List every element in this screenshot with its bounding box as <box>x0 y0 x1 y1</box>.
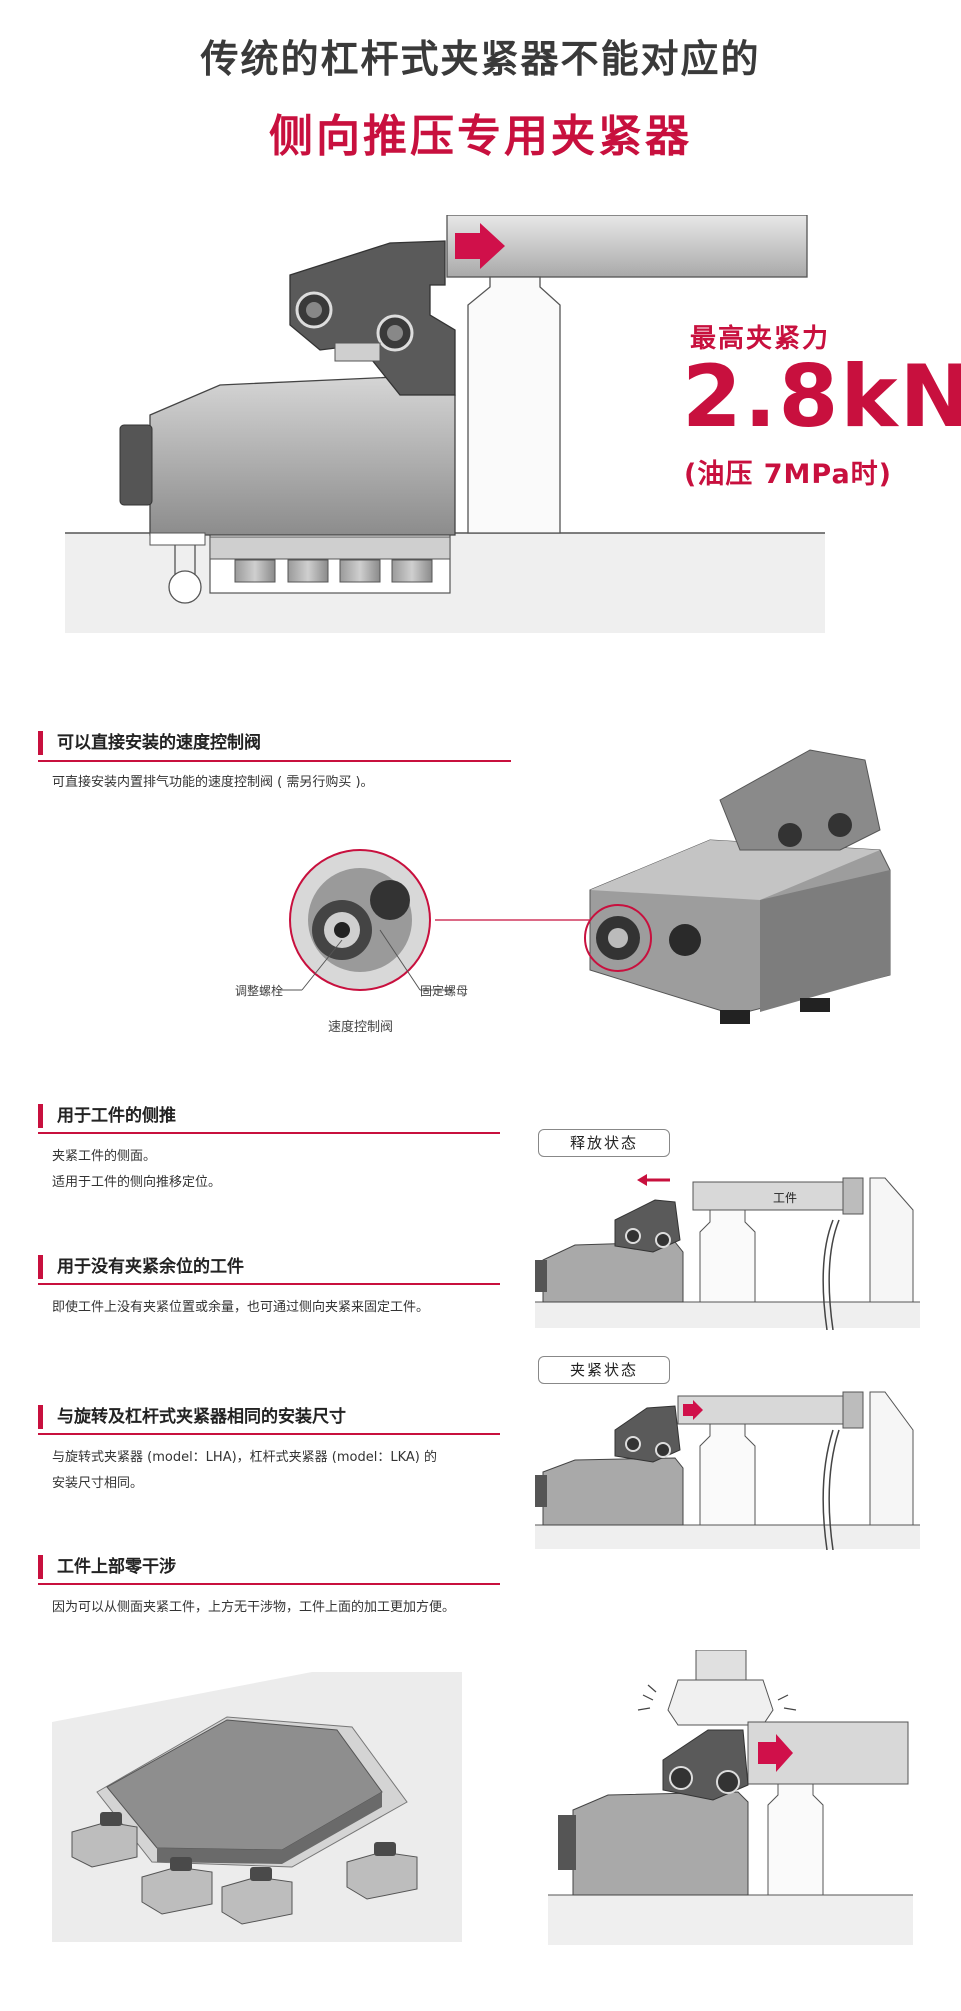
clamp-state-diagram <box>535 1391 920 1550</box>
section-divider <box>38 1433 500 1435</box>
hero-clamp-illustration <box>65 215 825 633</box>
machining-illustration <box>548 1650 913 1945</box>
zero-interference-desc: 因为可以从侧面夹紧工件，上方无干涉物，工件上面的加工更加方便。 <box>52 1600 456 1615</box>
page-title-line2: 侧向推压专用夹紧器 <box>269 111 692 162</box>
section-divider <box>38 760 511 762</box>
valve-caption: 速度控制阀 <box>328 1020 394 1035</box>
side-push-line1: 夹紧工件的侧面。 <box>52 1149 157 1164</box>
section-divider <box>38 1132 500 1134</box>
fixture-perspective-illustration <box>52 1672 462 1942</box>
section-title-no-margin: 用于没有夹紧余位的工件 <box>38 1255 244 1279</box>
section-divider <box>38 1583 500 1585</box>
section-title-zero-interference: 工件上部零干涉 <box>38 1555 176 1579</box>
page-title-line1: 传统的杠杆式夹紧器不能对应的 <box>200 37 761 81</box>
valve-illustration <box>280 749 891 1024</box>
same-size-line1: 与旋转式夹紧器 (model：LHA)，杠杆式夹紧器 (model：LKA) 的 <box>52 1450 437 1465</box>
section-title-same-size: 与旋转及杠杆式夹紧器相同的安装尺寸 <box>38 1405 346 1429</box>
section-title-side-push: 用于工件的侧推 <box>38 1104 176 1128</box>
release-state-label: 释放状态 <box>538 1129 670 1157</box>
max-force-label: 最高夹紧力 <box>690 324 831 354</box>
max-force-note: (油压 7MPa时) <box>684 459 893 490</box>
section-desc-valve: 可直接安装内置排气功能的速度控制阀 ( 需另行购买 )。 <box>52 775 374 790</box>
label-lock-nut: 固定螺母 <box>420 984 469 998</box>
label-adjust-bolt: 调整螺栓 <box>235 984 284 998</box>
no-margin-desc: 即使工件上没有夹紧位置或余量，也可通过侧向夹紧来固定工件。 <box>52 1300 430 1315</box>
same-size-line2: 安装尺寸相同。 <box>52 1476 144 1491</box>
max-force-value: 2.8kN <box>682 347 961 447</box>
workpiece-label: 工件 <box>773 1191 797 1205</box>
side-push-line2: 适用于工件的侧向推移定位。 <box>52 1175 222 1190</box>
section-divider <box>38 1283 500 1285</box>
section-title-valve: 可以直接安装的速度控制阀 <box>38 731 261 755</box>
release-state-diagram: 工件 <box>535 1174 920 1330</box>
clamp-state-label: 夹紧状态 <box>538 1356 670 1384</box>
